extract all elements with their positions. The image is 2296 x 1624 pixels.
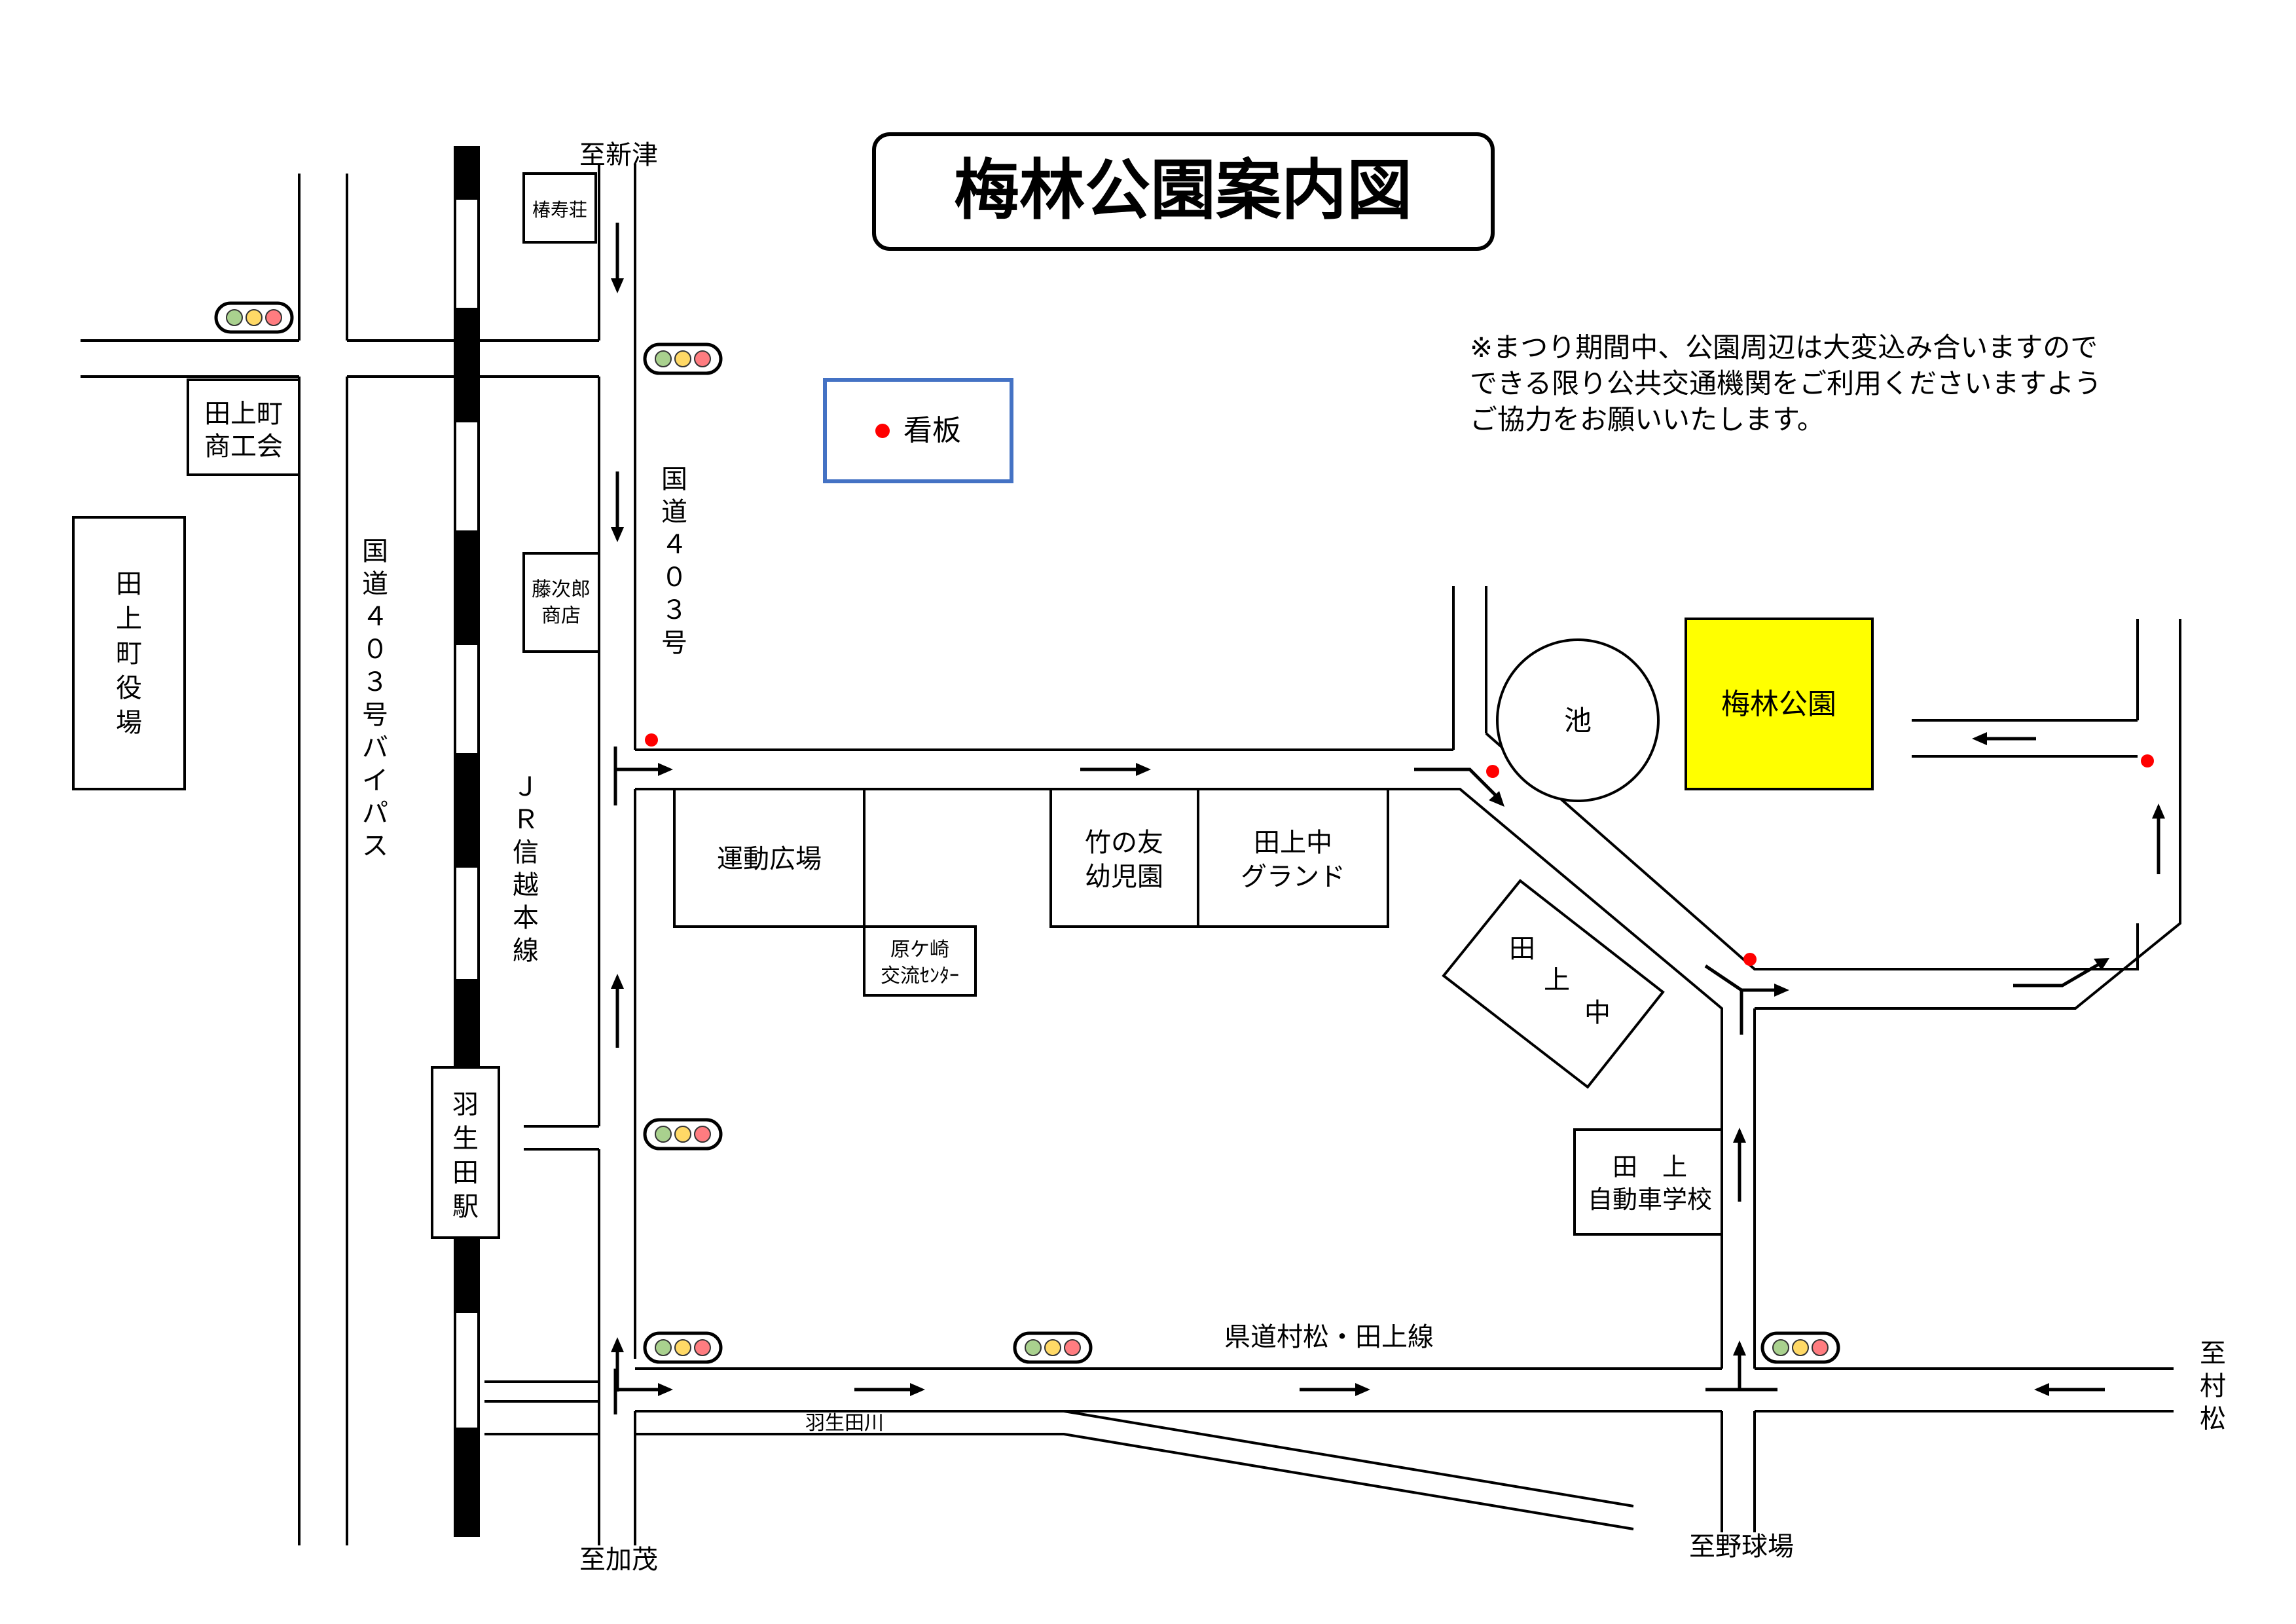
school-ground-label-2: グランド [1241, 862, 1345, 892]
svg-text:国: 国 [661, 464, 687, 494]
svg-text:羽: 羽 [452, 1090, 479, 1120]
svg-text:本: 本 [513, 903, 539, 933]
prefectural-road-label: 県道村松・田上線 [1224, 1322, 1434, 1352]
svg-text:線: 線 [513, 936, 539, 966]
river-label: 羽生田川 [805, 1412, 884, 1435]
svg-text:４: ４ [362, 602, 388, 632]
svg-text:役: 役 [116, 673, 142, 703]
svg-text:村: 村 [2200, 1371, 2226, 1401]
signboard-dot-icon [2141, 754, 2154, 767]
kindergarten-box [1049, 788, 1199, 928]
notice-line-3: ご協力をお願いいたします。 [1470, 403, 1825, 435]
sports-field-label: 運動広場 [717, 844, 822, 874]
signboard-dot-icon [875, 424, 890, 438]
direction-muramatsu: 至 村 松 [2200, 1338, 2226, 1434]
harakezaki-box [863, 925, 977, 997]
svg-text:町: 町 [116, 638, 142, 669]
svg-text:号: 号 [661, 628, 687, 658]
tojiro-label-1: 藤次郎 [532, 578, 591, 601]
harakezaki-label-1: 原ケ崎 [890, 938, 949, 961]
svg-text:０: ０ [661, 563, 687, 593]
svg-text:田: 田 [116, 569, 142, 599]
traffic-light-icon [214, 301, 294, 334]
svg-text:Ｒ: Ｒ [513, 805, 539, 835]
traffic-light-icon [1013, 1331, 1093, 1364]
driving-school-box [1573, 1128, 1723, 1236]
svg-text:パ: パ [362, 798, 388, 828]
kindergarten-label-2: 幼児園 [1085, 862, 1163, 892]
harakezaki-label-2: 交流ｾﾝﾀｰ [881, 965, 959, 987]
svg-text:バ: バ [362, 733, 388, 763]
svg-text:信: 信 [513, 838, 539, 868]
traffic-light-icon [643, 342, 723, 375]
town-office-label: 田 上 町 役 場 [116, 569, 142, 738]
svg-text:越: 越 [513, 870, 539, 900]
svg-text:Ｊ: Ｊ [513, 772, 539, 802]
signboard-dot-icon [645, 733, 658, 747]
driving-school-label-2: 自動車学校 [1588, 1185, 1712, 1214]
pond [1496, 638, 1660, 802]
traffic-light-icon [643, 1331, 723, 1364]
station-box [431, 1066, 500, 1239]
tsubaki-label: 椿寿荘 [532, 199, 587, 221]
svg-text:生: 生 [452, 1124, 479, 1154]
park-box [1685, 618, 1874, 790]
shokokai-label-1: 田上町 [204, 399, 283, 429]
traffic-light-icon [643, 1118, 723, 1151]
title-box [872, 132, 1495, 251]
junior-high-label-3: 中 [1584, 998, 1611, 1028]
svg-text:道: 道 [661, 497, 687, 527]
signboard-legend-label: 看板 [903, 414, 961, 447]
pond-label: 池 [1564, 705, 1592, 737]
svg-text:道: 道 [362, 569, 388, 599]
junior-high-label-1: 田 [1509, 934, 1535, 964]
tojiro-box [522, 552, 600, 653]
traffic-lights [214, 301, 1840, 1364]
direction-south: 至加茂 [579, 1545, 658, 1575]
svg-text:上: 上 [116, 604, 142, 634]
driving-school-label-1: 田 上 [1613, 1153, 1687, 1181]
svg-text:３: ３ [661, 595, 687, 625]
school-ground-label-1: 田上中 [1254, 828, 1332, 858]
notice-line-2: できる限り公共交通機関をご利用くださいますよう [1470, 367, 2102, 399]
shokokai-label-2: 商工会 [204, 432, 283, 462]
signboard-legend-box [823, 378, 1013, 483]
svg-text:イ: イ [362, 766, 388, 796]
junior-high-label-2: 上 [1544, 965, 1570, 995]
bypass-label: 国 道 ４ ０ ３ 号 バ イ パ ス [362, 536, 388, 861]
svg-text:３: ３ [362, 667, 388, 697]
traffic-arrows [611, 223, 2165, 1414]
svg-text:４: ４ [661, 530, 687, 560]
jr-railway [454, 146, 480, 1537]
svg-text:０: ０ [362, 635, 388, 665]
svg-text:場: 場 [116, 708, 142, 738]
direction-north: 至新津 [579, 140, 658, 170]
jr-line-label: Ｊ Ｒ 信 越 本 線 [513, 772, 539, 966]
notice-line-1: ※まつり期間中、公園周辺は大変込み合いますので [1470, 331, 2098, 363]
signboard-dot-icon [1743, 953, 1757, 966]
svg-text:国: 国 [362, 536, 388, 566]
svg-text:ス: ス [362, 831, 388, 861]
tsubaki-box [522, 172, 597, 244]
tojiro-label-2: 商店 [541, 604, 581, 627]
signboard-dot-icon [1486, 765, 1499, 778]
junior-high-box [1442, 879, 1665, 1089]
svg-text:至: 至 [2200, 1338, 2226, 1369]
town-office-box [72, 516, 186, 790]
svg-text:田: 田 [452, 1158, 479, 1188]
direction-ballpark: 至野球場 [1689, 1532, 1794, 1562]
station-label: 羽 生 田 駅 [452, 1090, 479, 1222]
svg-text:駅: 駅 [452, 1192, 479, 1222]
traffic-light-icon [1760, 1331, 1840, 1364]
route403-label: 国 道 ４ ０ ３ 号 [661, 464, 687, 658]
map-title: 梅林公園案内図 [954, 152, 1412, 229]
park-label: 梅林公園 [1721, 688, 1836, 721]
svg-text:松: 松 [2200, 1404, 2226, 1434]
school-ground-box [1197, 788, 1389, 928]
shokokai-box [187, 378, 301, 476]
kindergarten-label-1: 竹の友 [1085, 828, 1163, 858]
svg-text:号: 号 [362, 700, 388, 730]
